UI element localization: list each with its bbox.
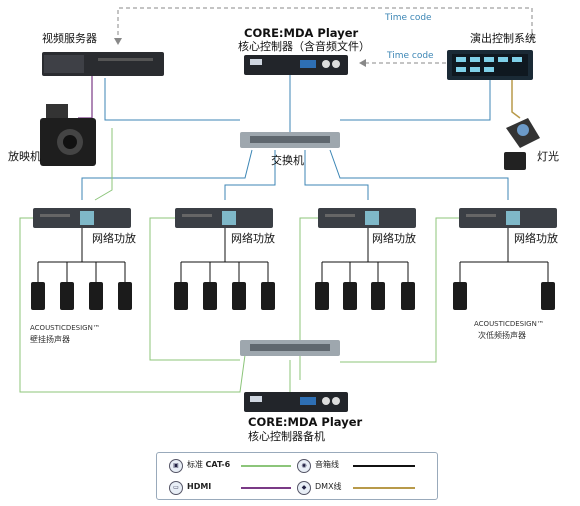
amplifier-4-label: 网络功放: [514, 232, 558, 245]
timecode-label-mid: Time code: [387, 51, 434, 61]
hdmi-line: [78, 76, 93, 119]
amplifier-3: [318, 208, 416, 228]
legend-hdmi-swatch: [241, 487, 291, 489]
show-control-label: 演出控制系统: [470, 32, 536, 45]
timecode-line-top: [114, 7, 533, 45]
core-player-title: CORE:MDA Player: [244, 26, 359, 40]
legend-cat6: 标准 CAT-6: [187, 460, 231, 469]
audio-icon: ◉: [297, 459, 311, 473]
timecode-label-top: Time code: [385, 13, 432, 23]
backup-player-title: CORE:MDA Player: [248, 415, 363, 429]
amplifier-3-label: 网络功放: [372, 232, 416, 245]
wall-speakers-group-1: [31, 282, 132, 310]
speaker-wiring: [37, 228, 549, 282]
dmx-line: [511, 80, 521, 119]
show-control-device: [447, 50, 533, 80]
video-server-device: [42, 52, 164, 76]
wall-speakers-group-2: [174, 282, 275, 310]
dmx-icon: ◆: [297, 481, 311, 495]
amplifier-2: [175, 208, 273, 228]
backup-player-device: [244, 392, 348, 412]
legend: ▣ 标准 CAT-6 ◉ 音箱线 ▭ HDMI ◆ DMX线: [156, 452, 438, 500]
network-lines: [81, 74, 509, 200]
subwoofer-desc: 次低频扬声器: [478, 331, 526, 340]
projector-label: 放映机: [8, 150, 41, 163]
lighting-fixture: [504, 118, 540, 170]
legend-dmx: DMX线: [315, 482, 342, 491]
wall-speakers-group-3: [315, 282, 415, 310]
core-player-subtitle: 核心控制器（含音频文件）: [238, 40, 370, 53]
legend-row-1: ▣ 标准 CAT-6 ◉ 音箱线: [157, 458, 437, 473]
cat6-icon: ▣: [169, 459, 183, 473]
legend-cat6-swatch: [241, 465, 291, 467]
legend-hdmi: HDMI: [187, 482, 212, 491]
core-player-device: [244, 55, 348, 75]
subwoofer-brand: ACOUSTICDESIGN™: [474, 320, 544, 328]
switch-device: [240, 132, 340, 148]
amplifier-4: [459, 208, 557, 228]
video-server-label: 视频服务器: [42, 32, 97, 45]
amplifier-1: [33, 208, 131, 228]
amplifier-2-label: 网络功放: [231, 232, 275, 245]
wall-speaker-brand: ACOUSTICDESIGN™: [30, 324, 100, 332]
hdmi-icon: ▭: [169, 481, 183, 495]
lighting-label: 灯光: [537, 150, 559, 163]
backup-player-subtitle: 核心控制器备机: [248, 430, 325, 443]
wall-speaker-desc: 壁挂扬声器: [30, 335, 70, 344]
legend-row-2: ▭ HDMI ◆ DMX线: [157, 480, 437, 495]
backup-switch-device: [240, 340, 340, 356]
legend-audio-swatch: [353, 465, 415, 467]
legend-dmx-swatch: [353, 487, 415, 489]
amplifier-1-label: 网络功放: [92, 232, 136, 245]
legend-audio: 音箱线: [315, 460, 339, 469]
subwoofer-speakers: [453, 282, 555, 310]
projector-device: [40, 104, 96, 166]
switch-label: 交换机: [271, 154, 304, 167]
